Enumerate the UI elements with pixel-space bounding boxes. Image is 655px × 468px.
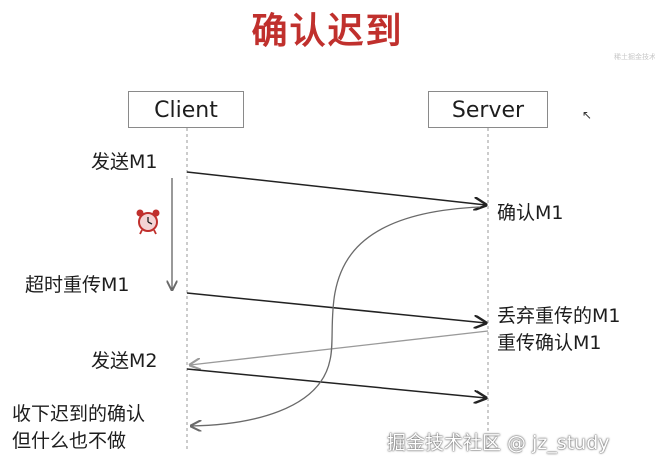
mouse-cursor-icon: ↖ bbox=[582, 108, 593, 122]
server-box: Server bbox=[428, 91, 548, 128]
watermark: 掘金技术社区 @ jz_study bbox=[387, 432, 610, 454]
server-discard-line2: 重传确认M1 bbox=[497, 332, 602, 354]
client-send-m1-label: 发送M1 bbox=[91, 151, 158, 173]
client-send-m2-label: 发送M2 bbox=[91, 350, 158, 372]
delayed-ack-curve bbox=[191, 206, 481, 426]
send-m2-arrow bbox=[186, 368, 486, 398]
client-box: Client bbox=[128, 91, 244, 128]
diagram-title: 确认迟到 bbox=[251, 11, 404, 52]
server-discard-line1: 丢弃重传的M1 bbox=[497, 305, 621, 327]
corner-watermark: 稀土掘金技术社区 bbox=[614, 53, 655, 61]
server-ack-m1-label: 确认M1 bbox=[497, 202, 564, 224]
alarm-clock-icon bbox=[136, 209, 160, 235]
client-retransmit-label: 超时重传M1 bbox=[25, 274, 130, 296]
send-m1-arrow bbox=[186, 171, 486, 205]
client-receive-late-line1: 收下迟到的确认 bbox=[12, 403, 146, 425]
resent-ack-arrow bbox=[190, 330, 489, 365]
retransmit-m1-arrow bbox=[186, 292, 486, 323]
client-receive-late-line2: 但什么也不做 bbox=[12, 430, 127, 452]
